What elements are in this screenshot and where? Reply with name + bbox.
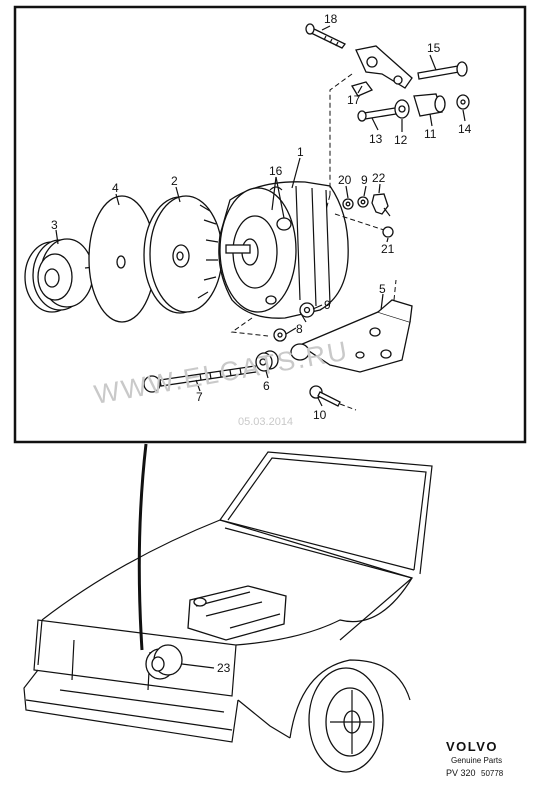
callout-9-upper: 9 [361,173,368,187]
callout-8: 8 [296,322,303,336]
callout-4: 4 [112,181,119,195]
exploded-view-frame [13,5,527,444]
alternator [218,181,349,323]
callout-23: 23 [217,661,231,675]
terminal-22 [371,193,391,217]
washer-21 [334,213,394,238]
nut-9-upper [357,196,369,208]
callout-16: 16 [269,164,283,178]
callout-2: 2 [171,174,178,188]
spacer-14 [456,94,470,110]
callout-9-lower: 9 [324,298,331,312]
illustration-number: 50778 [481,769,504,778]
spacer-sleeve [255,350,279,372]
watermark-date: 05.03.2014 [238,416,293,428]
brand-logo-text: VOLVO [446,739,498,754]
location-pointer [137,443,148,651]
bushing-17 [351,81,374,97]
callout-7: 7 [196,390,203,404]
callout-18: 18 [324,12,338,26]
callout-22: 22 [372,171,386,185]
leader-lines [55,25,466,407]
callout-10: 10 [313,408,327,422]
callout-12: 12 [394,133,408,147]
callout-15: 15 [427,41,441,55]
pulley [24,238,105,313]
fan [143,195,223,314]
adjusting-arm [355,45,413,89]
callout-20: 20 [338,173,352,187]
bolt-18 [305,23,346,49]
callout-numbers: 1 2 3 4 5 6 7 8 9 10 11 12 13 14 15 16 1… [51,12,472,675]
callout-6: 6 [263,379,270,393]
bushing-11 [413,93,446,117]
washer-8 [273,328,287,342]
nut-9-lower [299,302,315,318]
washer-12 [394,99,410,119]
bolt-15 [417,61,468,80]
fan-disc [88,195,156,323]
callout-5: 5 [379,282,386,296]
catalog-code: PV 320 [446,768,476,778]
callout-21: 21 [381,242,395,256]
bolt-10 [309,385,357,411]
callout-17: 17 [347,93,361,107]
callout-14: 14 [458,122,472,136]
brand-subtitle: Genuine Parts [451,756,502,765]
exploded-view [24,23,470,411]
bolt-13 [357,107,397,122]
callout-1: 1 [297,145,304,159]
brand-block: VOLVO Genuine Parts PV 320 50778 [446,739,504,778]
car-illustration [23,451,433,773]
mounting-bracket [290,279,413,373]
long-bolt [143,365,257,393]
nut-20 [342,198,354,210]
callout-3: 3 [51,218,58,232]
watermark-site: WWW.ELCATS.RU [92,336,351,410]
callout-13: 13 [369,132,383,146]
callout-11: 11 [424,127,437,141]
